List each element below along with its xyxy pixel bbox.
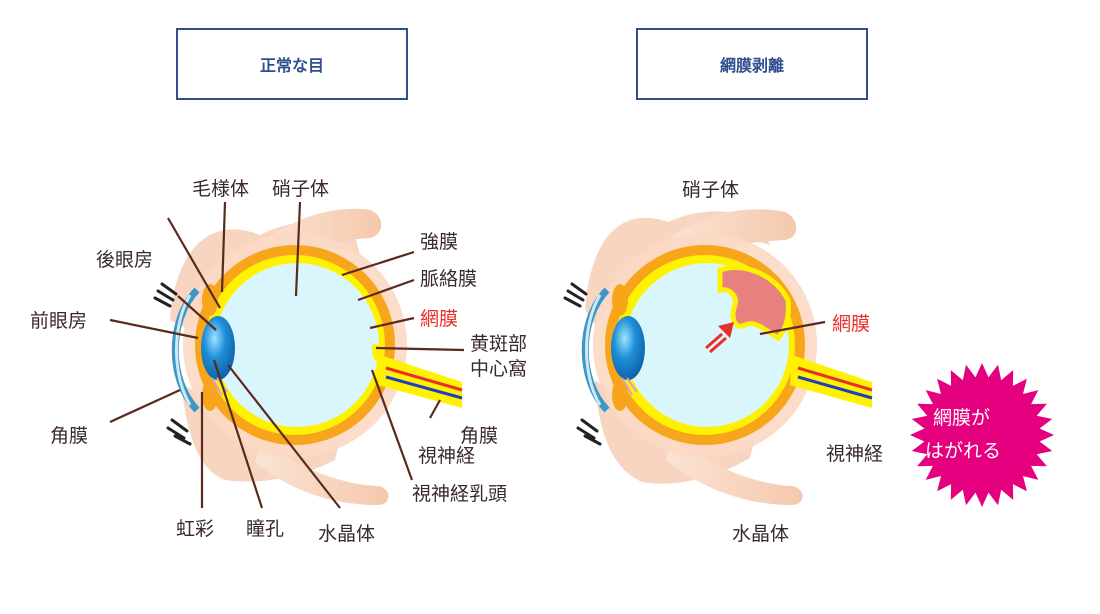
label-vitreous: 硝子体 xyxy=(272,178,329,200)
detached-retina-region xyxy=(717,265,791,342)
upper-eyelashes xyxy=(153,282,178,308)
label-ciliary-body: 毛様体 xyxy=(192,178,249,200)
label-optic-nerve: 視神経 xyxy=(418,445,475,467)
normal-eye-illustration xyxy=(109,201,465,509)
label-optic-disc: 視神経乳頭 xyxy=(412,483,507,505)
label-detached-lens: 水晶体 xyxy=(732,523,789,545)
detached-eye-illustration xyxy=(563,209,873,505)
label-detached-retina: 網膜 xyxy=(832,313,870,335)
title-normal-eye: 正常な目 xyxy=(176,28,408,100)
normal-leader-lines xyxy=(109,201,465,509)
lower-eyelashes xyxy=(166,418,192,446)
label-anterior-chamber: 前眼房 xyxy=(30,310,87,332)
retina-detaches-burst: 網膜が はがれる xyxy=(910,363,1054,507)
label-detached-optic-nerve: 視神経 xyxy=(826,443,883,465)
burst-text-line2: はがれる xyxy=(925,440,1001,462)
optic-nerve xyxy=(378,355,462,408)
label-macula: 黄斑部 xyxy=(470,333,527,355)
label-choroid: 脈絡膜 xyxy=(420,268,477,290)
label-detached-vitreous: 硝子体 xyxy=(682,179,739,201)
inferior-muscle xyxy=(255,440,389,505)
detachment-arrow xyxy=(705,322,734,354)
label-cornea-left: 角膜 xyxy=(50,425,88,447)
label-lens: 水晶体 xyxy=(318,523,375,545)
label-fovea: 中心窩 xyxy=(470,358,527,380)
title-retinal-detachment: 網膜剥離 xyxy=(636,28,868,100)
label-iris: 虹彩 xyxy=(176,518,214,540)
label-posterior-chamber: 後眼房 xyxy=(96,249,153,271)
vitreous-body xyxy=(215,263,379,427)
label-retina: 網膜 xyxy=(420,308,458,330)
label-pupil: 瞳孔 xyxy=(246,518,284,540)
burst-text-line1: 網膜が xyxy=(933,407,990,429)
label-cornea-right: 角膜 xyxy=(460,425,498,447)
label-sclera: 強膜 xyxy=(420,231,458,253)
crystalline-lens xyxy=(201,316,235,380)
